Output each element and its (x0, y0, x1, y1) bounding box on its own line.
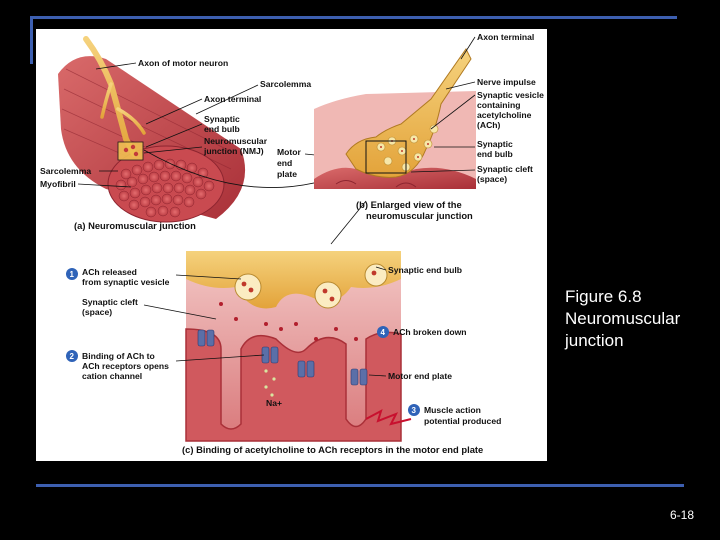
step-1-number: 1 (70, 270, 75, 279)
figure-caption-line-3: junction (565, 331, 624, 350)
step-2-badge (66, 350, 78, 362)
panel-b-caption-2: neuromuscular junction (366, 210, 473, 221)
synaptic-end-bulb-label-b-2: end bulb (477, 149, 513, 159)
nmj-label-2: junction (NMJ) (203, 146, 264, 156)
nerve-impulse-label: Nerve impulse (477, 77, 536, 87)
step-2-number: 2 (70, 352, 75, 361)
step-1-label-2: from synaptic vesicle (82, 277, 170, 287)
step-3-label-2: potential produced (424, 416, 501, 426)
myofibril-label: Myofibril (40, 179, 76, 189)
figure-caption-line-2: Neuromuscular (565, 309, 681, 328)
panel-a-caption: (a) Neuromuscular junction (74, 220, 196, 231)
page-number: 6-18 (670, 508, 695, 522)
sodium-ion-label: Na+ (266, 398, 282, 408)
sarcolemma-top-label: Sarcolemma (260, 79, 311, 89)
step-3-badge (408, 404, 420, 416)
motor-end-plate-label-a-2: end (277, 158, 292, 168)
step-1-label-1: ACh released (82, 267, 137, 277)
sarcolemma-label-a: Sarcolemma (40, 166, 91, 176)
motor-end-plate-label-c: Motor end plate (388, 371, 452, 381)
synaptic-end-bulb-label-a-1: Synaptic (204, 114, 240, 124)
neuromuscular-junction-figure: Axon of motor neuron Sarcolemma Axon ter… (36, 29, 547, 461)
axon-of-motor-neuron-label: Axon of motor neuron (138, 58, 228, 68)
figure-illustration: Axon of motor neuron Sarcolemma Axon ter… (40, 32, 544, 455)
panel-c-drawing (185, 251, 412, 442)
step-3-number: 3 (412, 406, 417, 415)
panel-b-drawing (314, 48, 476, 189)
step-4-badge (377, 326, 389, 338)
synaptic-cleft-label-b-1: Synaptic cleft (477, 164, 533, 174)
nmj-label-1: Neuromuscular (204, 136, 268, 146)
figure-caption: Figure 6.8 Neuromuscular junction (565, 286, 715, 352)
synaptic-vesicle-label-4: (ACh) (477, 120, 501, 130)
motor-end-plate-label-a-3: plate (277, 169, 297, 179)
synaptic-vesicle-label-2: containing (477, 100, 520, 110)
step-4-number: 4 (381, 328, 386, 337)
synaptic-vesicle-label-3: acetylcholine (477, 110, 532, 120)
synaptic-end-bulb-label-c: Synaptic end bulb (388, 265, 462, 275)
figure-caption-line-1: Figure 6.8 (565, 287, 642, 306)
motor-end-plate-label-a-1: Motor (277, 147, 302, 157)
top-rule (33, 16, 677, 19)
synaptic-cleft-label-b-2: (space) (477, 174, 507, 184)
panel-c-labels: 1 ACh released from synaptic vesicle Syn… (66, 265, 501, 455)
panel-b-labels: Axon terminal Nerve impulse Synaptic ves… (330, 32, 544, 245)
step-1-badge (66, 268, 78, 280)
left-rule (30, 16, 33, 64)
step-2-label-2: ACh receptors opens (82, 361, 169, 371)
axon-terminal-label-a: Axon terminal (204, 94, 261, 104)
panel-a-drawing (58, 36, 246, 223)
step-2-label-1: Binding of ACh to (82, 351, 155, 361)
synaptic-cleft-label-c-1: Synaptic cleft (82, 297, 138, 307)
step-4-label: ACh broken down (393, 327, 467, 337)
panel-b-caption-1: (b) Enlarged view of the (356, 199, 462, 210)
axon-terminal-label-b: Axon terminal (477, 32, 534, 42)
synaptic-end-bulb-label-a-2: end bulb (204, 124, 240, 134)
synaptic-end-bulb-label-b-1: Synaptic (477, 139, 513, 149)
synaptic-cleft-label-c-2: (space) (82, 307, 112, 317)
panel-c-caption: (c) Binding of acetylcholine to ACh rece… (182, 444, 483, 455)
step-3-label-1: Muscle action (424, 405, 481, 415)
bottom-rule (36, 484, 684, 487)
step-2-label-3: cation channel (82, 371, 142, 381)
synaptic-vesicle-label-1: Synaptic vesicle (477, 90, 544, 100)
